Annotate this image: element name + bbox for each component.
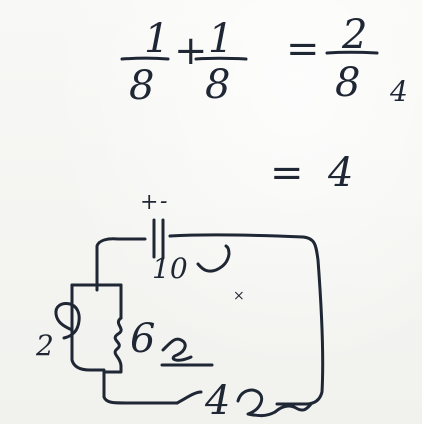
capacitor-unit-mark [196, 244, 231, 273]
ohm-symbol-middle [161, 337, 193, 362]
top-left-wire [95, 237, 147, 292]
top-right-wire [168, 233, 325, 406]
equals-sign: = [286, 26, 320, 72]
ohm-symbol-bottom [236, 388, 277, 418]
capacitor-minus: - [160, 189, 167, 214]
circuit-mark: × [233, 288, 245, 304]
middle-resistor-zigzag [113, 316, 123, 368]
result-row: = 4 [270, 150, 353, 196]
result-equals-sign: = [270, 150, 304, 196]
fraction-2-numerator: 1 [208, 16, 233, 62]
plus-sign: + [174, 28, 208, 74]
equation-row: 1 8 + 1 8 = 2 8 4 [120, 12, 408, 109]
fraction-3-bar [325, 50, 379, 55]
fraction-1-numerator: 1 [144, 16, 169, 62]
capacitor-plus: + [140, 190, 158, 215]
capacitor-label: 10 [152, 252, 188, 285]
fraction-1-bar [120, 56, 170, 61]
circuit-diagram: + - 10 2 6 4 × [35, 189, 325, 424]
fraction-3-numerator: 2 [341, 12, 367, 58]
left-branch-outer [70, 283, 106, 372]
bottom-right-flourish [273, 402, 313, 414]
fraction-2-bar [194, 56, 248, 61]
left-resistor-loop [54, 302, 81, 340]
bottom-lead [175, 390, 203, 405]
result-value: 4 [327, 150, 353, 196]
fraction-3-annotation: 4 [389, 75, 408, 108]
bottom-resistor-label: 4 [204, 378, 230, 424]
middle-resistor-label: 6 [130, 316, 155, 362]
fraction-2-denominator: 8 [205, 62, 230, 108]
left-resistor-label: 2 [35, 329, 54, 362]
fraction-1-denominator: 8 [129, 63, 154, 109]
lower-left-wire [102, 364, 179, 405]
fraction-3-denominator: 8 [335, 60, 360, 106]
